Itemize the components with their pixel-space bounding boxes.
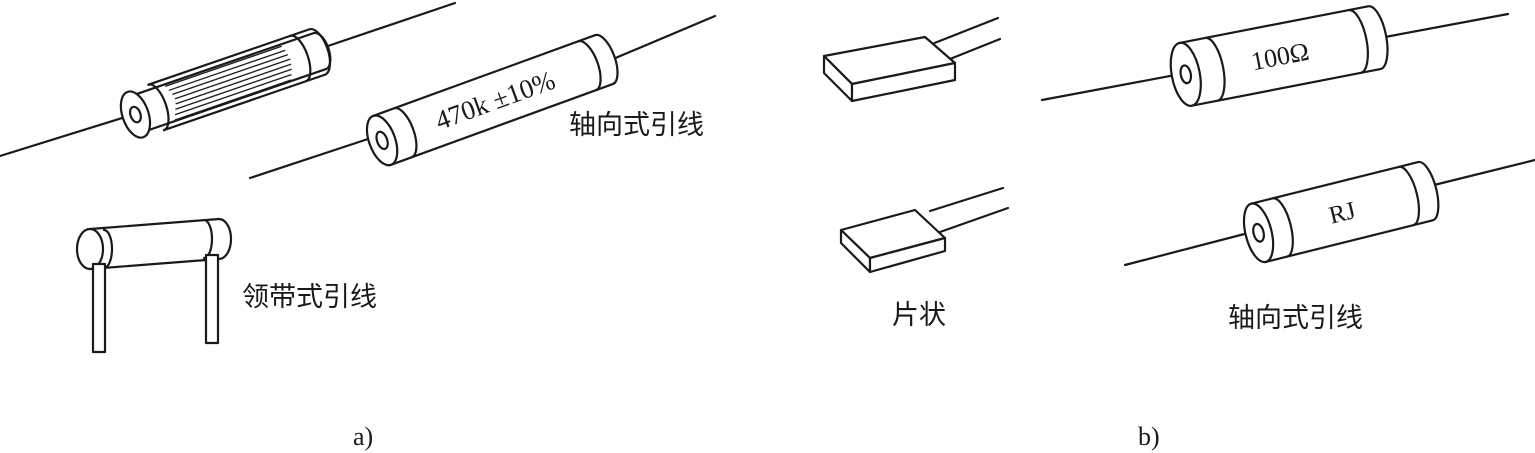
- caption-b: b): [1138, 422, 1160, 451]
- lead-left: [1040, 71, 1188, 102]
- axial-lead-label-a: 轴向式引线: [569, 110, 704, 141]
- lead-right: [1383, 12, 1510, 39]
- lead-upper: [930, 16, 1000, 46]
- axial-resistor-100-ohm: 100Ω: [1040, 5, 1510, 107]
- resistor-body: [88, 217, 233, 271]
- lead-upper: [928, 186, 1005, 213]
- resistor-body: 470k ±10%: [365, 33, 619, 167]
- bent-lead-left: [91, 262, 107, 354]
- axial-resistor-rj: RJ: [1123, 158, 1535, 267]
- lead-right: [320, 1, 457, 50]
- lead-left: [0, 112, 137, 158]
- lead-left: [248, 135, 376, 180]
- chip-resistor-bottom: [839, 186, 1010, 274]
- striped-axial-resistor: [0, 1, 457, 158]
- collar-lead-resistor: [75, 217, 233, 354]
- lead-right: [1428, 158, 1535, 188]
- resistor-body: 100Ω: [1169, 5, 1389, 107]
- body-stripes: [165, 45, 292, 121]
- resistor-body: [119, 27, 332, 139]
- chip-label: 片状: [892, 300, 946, 331]
- caption-a: a): [353, 422, 374, 451]
- collar-lead-label: 领带式引线: [242, 282, 377, 313]
- axial-lead-label-b: 轴向式引线: [1228, 303, 1363, 334]
- lead-left: [1123, 229, 1258, 267]
- lead-lower: [938, 206, 1010, 234]
- bent-lead-right: [204, 253, 220, 345]
- lead-right: [604, 14, 717, 64]
- chip-resistor-top: [822, 16, 1002, 103]
- marked-axial-resistor-470k: 470k ±10%: [248, 14, 717, 180]
- resistor-body: RJ: [1242, 160, 1440, 264]
